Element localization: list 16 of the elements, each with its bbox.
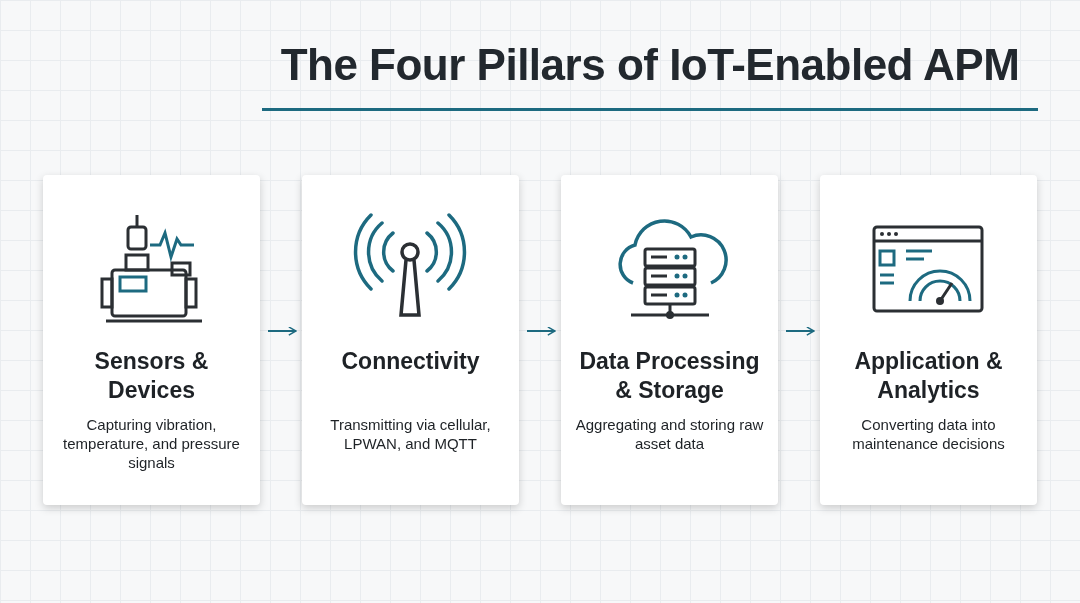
- title: The Four Pillars of IoT-Enabled APM: [279, 40, 1021, 90]
- pillar-card: [561, 175, 778, 505]
- arrow: [526, 326, 556, 336]
- pillar-heading: Application & Analytics: [853, 347, 1004, 405]
- pillar-description: Transmitting via cellular, LPWAN, and MQTT: [329, 415, 492, 453]
- pillar-card: [820, 175, 1037, 505]
- pillar-description: Aggregating and storing raw asset data: [574, 415, 765, 453]
- arrow: [785, 326, 815, 336]
- arrow: [267, 326, 297, 336]
- pillar-card: [302, 175, 519, 505]
- pillar-heading: Connectivity: [340, 347, 481, 376]
- pillar-description: Capturing vibration, temperature, and pressure signals: [62, 415, 241, 472]
- pillar-description: Converting data into maintenance decisions: [851, 415, 1006, 453]
- pillar-heading: Sensors & Devices: [93, 347, 210, 405]
- pillar-heading: Data Processing & Storage: [578, 347, 761, 405]
- pillar-card: [43, 175, 260, 505]
